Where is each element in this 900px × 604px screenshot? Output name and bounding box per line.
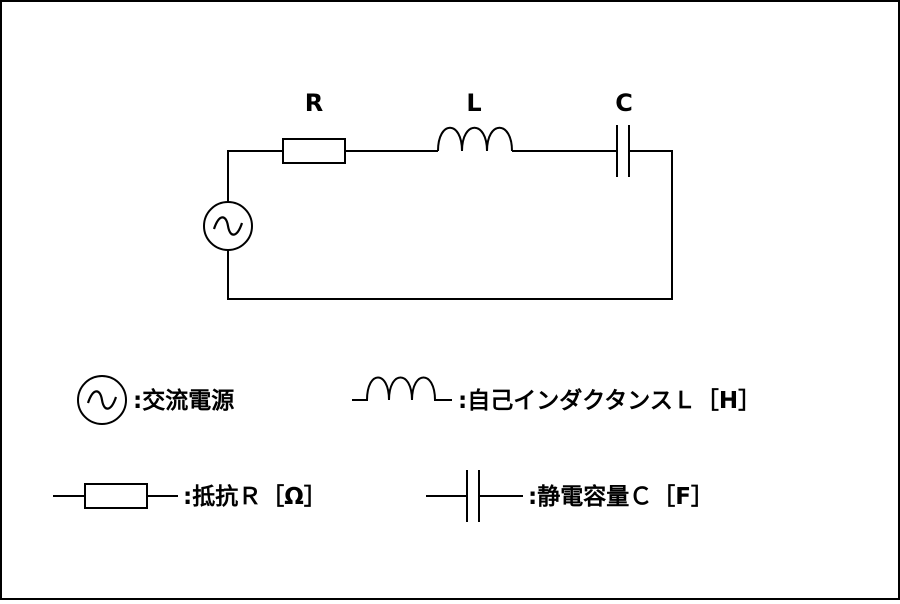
ac-source-wave — [212, 216, 244, 236]
ac-source-symbol — [203, 201, 253, 251]
wire-top-left — [227, 150, 283, 203]
wire-right-bottom — [227, 150, 673, 300]
rlc-circuit — [203, 125, 673, 300]
inductor-label: L — [466, 89, 481, 117]
legend-source-symbol — [77, 375, 127, 425]
legend-inductor-text: :自己インダクタンスＬ［H］ — [458, 387, 761, 414]
capacitor-label: C — [615, 89, 633, 117]
resistor-symbol — [282, 138, 346, 164]
legend-inductor-symbol — [352, 376, 452, 401]
legend-resistor-symbol — [53, 483, 178, 509]
legend-capacitor-symbol — [426, 470, 523, 522]
legend-source-text: :交流電源 — [133, 387, 234, 414]
inductor-symbol — [437, 126, 513, 152]
resistor-label: R — [305, 89, 323, 117]
legend-capacitor-text: :静電容量Ｃ［F］ — [528, 483, 714, 510]
legend-resistor-text: :抵抗Ｒ［Ω］ — [183, 483, 327, 510]
